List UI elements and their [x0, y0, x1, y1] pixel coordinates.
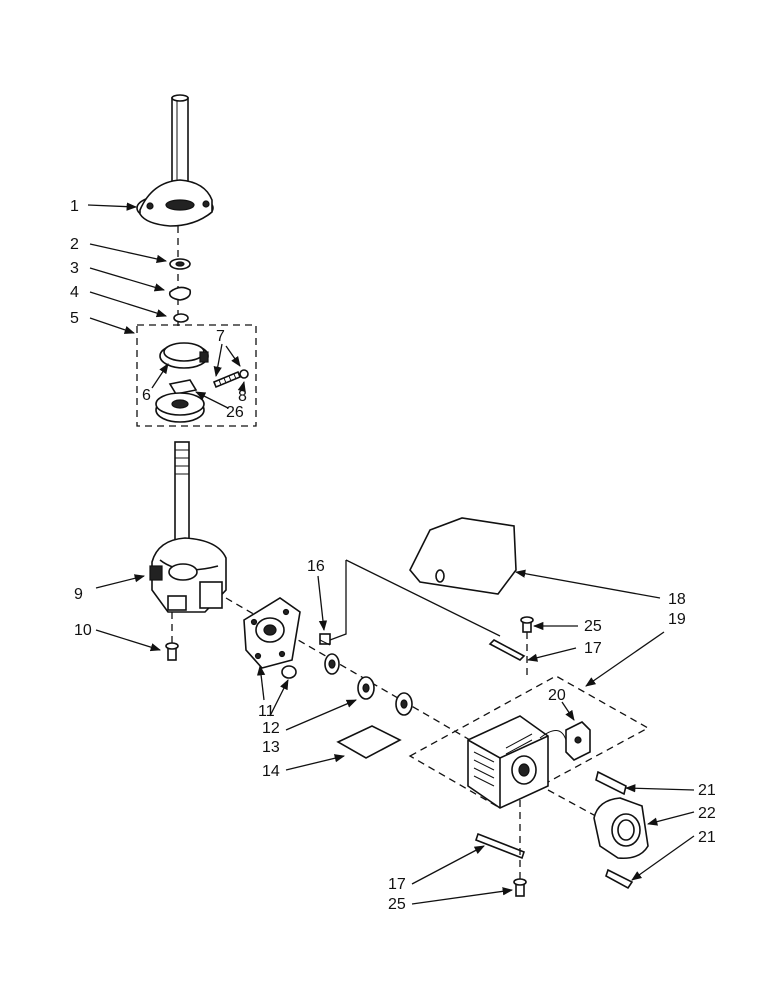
- part-25-screw-bottom: [513, 878, 527, 897]
- link-line-17: [345, 559, 501, 637]
- part-3-spring-clip: [168, 286, 192, 301]
- callout-8: 8: [238, 388, 247, 405]
- part-8-pin: [239, 369, 249, 379]
- part-14-pad: [336, 725, 402, 759]
- part-17-clip-top: [488, 639, 526, 661]
- callout-1: 1: [70, 198, 79, 215]
- part-25-screw-top: [520, 616, 534, 676]
- callout-9: 9: [74, 586, 83, 603]
- callout-25-bottom: 25: [388, 896, 406, 913]
- callout-14: 14: [262, 763, 280, 780]
- callout-10: 10: [74, 622, 92, 639]
- callout-6: 6: [142, 387, 151, 404]
- callout-25-top: 25: [584, 618, 602, 635]
- callout-3: 3: [70, 260, 79, 277]
- part-2-washer: [169, 258, 191, 270]
- callout-21-upper: 21: [698, 782, 716, 799]
- part-21-clip-upper: [595, 770, 627, 796]
- part-22-pump: [593, 797, 649, 860]
- part-10-screw: [165, 642, 179, 661]
- callout-5: 5: [70, 310, 79, 327]
- callout-16: 16: [307, 558, 325, 575]
- part-17-clip-bottom: [475, 832, 525, 860]
- callout-22: 22: [698, 805, 716, 822]
- callout-13: 13: [262, 739, 280, 756]
- callout-2: 2: [70, 236, 79, 253]
- part-12-bumper: [281, 665, 297, 679]
- motor: [467, 715, 567, 809]
- callout-17-bottom: 17: [388, 876, 406, 893]
- assembly-19-box: [408, 675, 650, 809]
- part-11-mounting-plate: [243, 597, 301, 669]
- callout-20: 20: [548, 687, 566, 704]
- callout-26: 26: [226, 404, 244, 421]
- part-18-shield: [409, 517, 517, 595]
- link-line-16: [329, 560, 347, 641]
- callout-21-lower: 21: [698, 829, 716, 846]
- callout-7: 7: [216, 328, 225, 345]
- callout-11: 11: [258, 703, 275, 720]
- callout-12: 12: [262, 720, 280, 737]
- part-7-spring: [212, 370, 242, 389]
- part-4-retaining-ring: [173, 313, 189, 323]
- part-26-hub-clutch: [155, 379, 205, 423]
- part-21-clip-lower: [605, 868, 634, 890]
- part-20-switch: [565, 721, 591, 761]
- part-13-coupler-drive: [324, 653, 413, 716]
- callout-17-top: 17: [584, 640, 602, 657]
- callout-4: 4: [70, 284, 79, 301]
- spin-tube-shaft: [171, 94, 189, 203]
- assembly-5-box: [136, 324, 257, 427]
- part-9-gearcase: [149, 537, 227, 613]
- leader-lines: [87, 202, 695, 905]
- part-1-drive-bell: [136, 179, 214, 227]
- part-16-bolt: [319, 633, 331, 646]
- callout-18: 18: [668, 591, 686, 608]
- callout-19: 19: [668, 611, 686, 628]
- part-6-brake-band: [159, 342, 209, 369]
